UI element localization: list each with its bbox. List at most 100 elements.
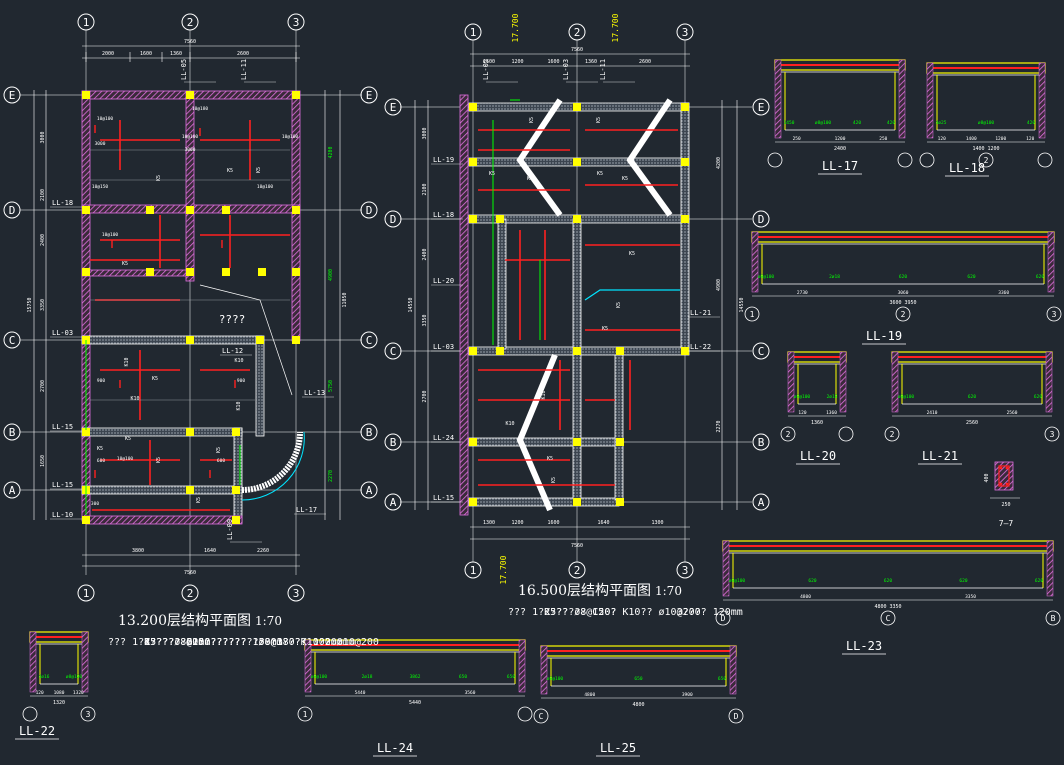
plan1-slab-mark: K5: [156, 175, 162, 181]
dim-text-bottom: 1300: [651, 520, 663, 526]
beam-axis-text: D: [734, 712, 739, 721]
plan2-column: [469, 215, 477, 223]
axis-row-right-text: B: [758, 436, 765, 449]
dim-total-bottom: 7560: [571, 543, 583, 549]
plan2-column: [573, 158, 581, 166]
dim-text-left: 1650: [40, 455, 46, 467]
beam-axis-bubble: [895, 306, 911, 322]
beam-span-text: 4800 3350: [874, 604, 901, 610]
beam-support-left: [540, 645, 548, 695]
axis-row-left-text: C: [390, 345, 397, 358]
dim-total-right: 14550: [739, 297, 745, 312]
axis-col-bottom-bubble: [676, 561, 694, 579]
beam-axis-bubble: [22, 706, 38, 722]
stair-zigzag: [516, 353, 558, 512]
axis-row-left-text: D: [390, 213, 397, 226]
axis-row-left-bubble: [384, 342, 402, 360]
dim-text-top: 2000: [102, 51, 114, 57]
beam-note-text: 650: [459, 674, 467, 680]
beam-dim-text: 1320: [73, 690, 84, 696]
dim-text-top: 1600: [547, 59, 559, 65]
slab-edge-v2: [572, 218, 582, 500]
plan2-slab-mark: K5: [622, 176, 628, 182]
beam-note-text: ø8@100: [978, 120, 995, 126]
dim-text-left: 2700: [422, 390, 428, 402]
beam-note-text: ø8@100: [794, 394, 811, 400]
beam-dim-text: 250: [793, 136, 801, 142]
plan1-beam-tag: LL-09: [226, 519, 234, 540]
beam-id-label: LL-20: [800, 449, 836, 463]
axis-col-top-bubble: [568, 23, 586, 41]
dim-text-right: 2270: [716, 420, 722, 432]
beam-note-text: 420: [887, 120, 895, 126]
axis-col-top-bubble: [181, 13, 199, 31]
beam-support-right: [1038, 62, 1046, 139]
plan2-slab-mark: K5: [596, 117, 602, 123]
plan2-column: [616, 498, 624, 506]
beam-span-text: 5440: [409, 700, 421, 706]
axis-col-bottom-text: 2: [187, 587, 194, 600]
beam-note-text: 650: [718, 676, 726, 682]
plan2-beam-tag: LL-05: [482, 59, 490, 80]
plan1-note-line: ?????? 50mm?????? 150mm: [108, 637, 283, 648]
dim-text-left: 3350: [40, 299, 46, 311]
plan1-column: [146, 206, 154, 214]
beam-axis-text: B: [1051, 614, 1056, 623]
axis-row-left-bubble: [3, 201, 21, 219]
beam-note-text: ø8@100: [66, 674, 83, 680]
beam-support-right: [729, 645, 737, 695]
plan1-beam-tag: LL-15: [52, 481, 73, 489]
plan2-column: [681, 215, 689, 223]
plan2-column: [573, 215, 581, 223]
beam-dim-text: 3350: [965, 594, 976, 600]
slab-edge-B: [81, 427, 243, 437]
plan1-column: [82, 516, 90, 524]
plan1-rebar-note: 600: [97, 458, 105, 464]
plan1-rebar-note: 900: [97, 378, 105, 384]
beam-note-text: 2ø18: [829, 274, 840, 280]
axis-row-right-bubble: [752, 210, 770, 228]
plan1-note-line: 4??????????????????????? 200mm: [108, 637, 355, 648]
axis-col-top-text: 2: [187, 16, 194, 29]
beam-dim-text: 2560: [1007, 410, 1018, 416]
dim-text-left: 2400: [40, 234, 46, 246]
dim-text-left: 3350: [422, 314, 428, 326]
plan2-column: [469, 347, 477, 355]
plan2-slab-mark: K5: [529, 117, 535, 123]
beam-note-text: 620: [1036, 274, 1044, 280]
wall-row-mid: [81, 269, 193, 277]
plan2-scale: 1:70: [655, 584, 682, 598]
plan1-slab-mark: K5: [122, 261, 128, 267]
plan1-column: [186, 336, 194, 344]
plan1-column: [186, 206, 194, 214]
axis-row-right-bubble: [360, 86, 378, 104]
dim-text-left: 2100: [40, 189, 46, 201]
plan2-beam-tag: LL-18: [433, 211, 454, 219]
plan1-column: [186, 268, 194, 276]
dim-text-bottom: 1640: [597, 520, 609, 526]
plan1-column: [232, 428, 240, 436]
beam-axis-bubble: [744, 306, 760, 322]
axis-row-left-text: A: [390, 496, 397, 509]
plan2-column: [496, 347, 504, 355]
dim-total-top: 7560: [571, 47, 583, 53]
beam-axis-bubble: [1046, 306, 1062, 322]
plan1-column: [292, 336, 300, 344]
plan1-beam-tag: LL-11: [240, 59, 248, 80]
plan1-slab-mark: K10: [130, 396, 139, 402]
beam-axis-text: C: [539, 712, 544, 721]
plan1-rebar-note: 3000: [185, 147, 196, 153]
beam-dim-text: 3560: [465, 690, 476, 696]
beam-note-text: 420: [1027, 120, 1035, 126]
axis-row-left-text: D: [9, 204, 16, 217]
axis-col-bottom-bubble: [287, 584, 305, 602]
axis-row-right-text: A: [758, 496, 765, 509]
axis-row-left-text: B: [390, 436, 397, 449]
dim-text-top: 1360: [170, 51, 182, 57]
wall-col-2: [185, 90, 195, 282]
beam-axis-bubble: [978, 152, 994, 168]
axis-row-left-text: E: [390, 101, 397, 114]
plan1-title-text: 13.200层结构平面图: [118, 613, 251, 629]
